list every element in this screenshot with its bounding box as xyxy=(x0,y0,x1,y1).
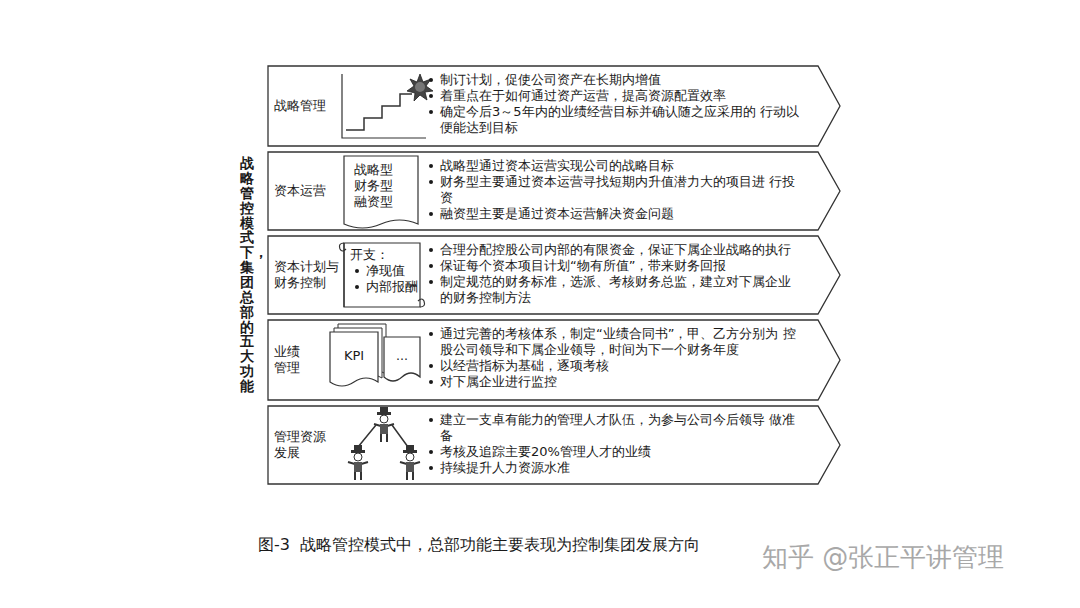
inner-label: 开支： xyxy=(350,247,422,263)
bullet-dot xyxy=(429,280,433,284)
bullet-text: 着重点在于如何通过资产运营，提高资源配置效率 xyxy=(440,88,804,104)
document-box: 战略型财务型融资型 xyxy=(344,156,418,226)
figure-caption: 图-3 战略管控模式中，总部功能主要表现为控制集团发展方向 xyxy=(258,535,700,556)
bullet-dot xyxy=(429,180,433,184)
inner-line: 净现值 xyxy=(350,263,422,279)
bullet-item: 合理分配控股公司内部的有限资金，保证下属企业战略的执行 xyxy=(428,242,804,258)
inner-label: 内部报酬 xyxy=(366,279,422,295)
band-title: 资本运营 xyxy=(274,152,332,230)
bullet-item: 财务型主要通过资本运营寻找短期内升值潜力大的项目进 行投资 xyxy=(428,174,804,206)
bullet-list: 制订计划，促使公司资产在长期内增值着重点在于如何通过资产运营，提高资源配置效率确… xyxy=(428,72,804,136)
bullet-item: 考核及追踪主要20%管理人才的业绩 xyxy=(428,444,804,460)
band-title: 业绩 管理 xyxy=(274,320,304,400)
bullet-dot xyxy=(429,380,433,384)
inner-line: KPI xyxy=(330,348,378,364)
bullet-dot xyxy=(429,248,433,252)
inner-line: 战略型 xyxy=(354,162,418,178)
bullet-text: 以经营指标为基础，逐项考核 xyxy=(440,358,804,374)
bullet-item: 确定今后3～5年内的业绩经营目标并确认随之应采用的 行动以便能达到目标 xyxy=(428,104,804,136)
band-label: 业绩 管理 xyxy=(274,344,304,376)
function-band: 资本计划与 财务控制 合理分配控股公司内部的有限资金，保证下属企业战略的执行保证每… xyxy=(268,236,840,314)
band-label: 管理资源 发展 xyxy=(274,429,330,461)
bullet-item: 保证每个资本项目计划“物有所值”，带来财务回报 xyxy=(428,258,804,274)
bullet-text: 确定今后3～5年内的业绩经营目标并确认随之应采用的 行动以便能达到目标 xyxy=(440,104,804,136)
people-illustration xyxy=(334,405,434,485)
inner-text-block: 开支：净现值内部报酬 xyxy=(340,239,422,295)
kpi-label: KPI xyxy=(330,348,378,364)
paper-box: KPI xyxy=(330,332,378,388)
inner-label: 融资型 xyxy=(354,194,418,210)
bullet-item: 着重点在于如何通过资产运营，提高资源配置效率 xyxy=(428,88,804,104)
bullet-list: 通过完善的考核体系，制定“业绩合同书”，甲、乙方分别为 控股公司领导和下属企业领… xyxy=(428,326,804,390)
bullet-list: 建立一支卓有能力的管理人才队伍，为参与公司今后领导 做准备考核及追踪主要20%管… xyxy=(428,412,804,476)
function-band: 业绩 管理 通过完善的考核体系，制定“业绩合同书”，甲、乙方分别为 控股公司领导和… xyxy=(268,320,840,400)
inner-text-block: 战略型财务型融资型 xyxy=(344,156,418,210)
inner-text-block: KPI xyxy=(330,332,378,364)
bullet-dot xyxy=(429,94,433,98)
band-label: 资本运营 xyxy=(274,183,326,199)
bullet-item: 建立一支卓有能力的管理人才队伍，为参与公司今后领导 做准备 xyxy=(428,412,804,444)
bullet-text: 通过完善的考核体系，制定“业绩合同书”，甲、乙方分别为 控股公司领导和下属企业领… xyxy=(440,326,804,358)
band-label: 资本计划与 财务控制 xyxy=(274,259,342,291)
bullet-list: 战略型通过资本运营实现公司的战略目标财务型主要通过资本运营寻找短期内升值潜力大的… xyxy=(428,158,804,222)
bullet-dot xyxy=(429,450,433,454)
bullet-item: 对下属企业进行监控 xyxy=(428,374,804,390)
paper-box: ... xyxy=(384,337,420,383)
bullet-dot xyxy=(429,466,433,470)
bullet-text: 合理分配控股公司内部的有限资金，保证下属企业战略的执行 xyxy=(440,242,804,258)
bullet-item: 通过完善的考核体系，制定“业绩合同书”，甲、乙方分别为 控股公司领导和下属企业领… xyxy=(428,326,804,358)
bullet-item: 持续提升人力资源水准 xyxy=(428,460,804,476)
function-band: 管理资源 发展 建立一支卓有能力的管理人才队伍，为参与公司今后领导 做准备考核及追… xyxy=(268,406,840,484)
bullet-dot xyxy=(429,78,433,82)
bullet-list: 合理分配控股公司内部的有限资金，保证下属企业战略的执行保证每个资本项目计划“物有… xyxy=(428,242,804,306)
inner-line: 融资型 xyxy=(354,194,418,210)
band-label: 战略管理 xyxy=(274,98,326,114)
bullet-dot xyxy=(429,110,433,114)
scroll-box: 开支：净现值内部报酬 xyxy=(340,239,422,311)
bullet-text: 融资型主要是通过资本运营解决资金问题 xyxy=(440,206,804,222)
inner-label: ... xyxy=(384,348,420,364)
band-title: 管理资源 发展 xyxy=(274,406,330,484)
bullet-dot xyxy=(429,364,433,368)
bullet-dot xyxy=(429,164,433,168)
watermark: 知乎 @张正平讲管理 xyxy=(762,540,1004,575)
function-band: 资本运营 战略型通过资本运营实现公司的战略目标财务型主要通过资本运营寻找短期内升值… xyxy=(268,152,840,230)
bullet-dot xyxy=(429,332,433,336)
inner-label: 财务型 xyxy=(354,178,418,194)
bullet-text: 建立一支卓有能力的管理人才队伍，为参与公司今后领导 做准备 xyxy=(440,412,804,444)
bullet-text: 对下属企业进行监控 xyxy=(440,374,804,390)
bullet-dot xyxy=(429,212,433,216)
bullet-item: 制定规范的财务标准，选派、考核财务总监，建立对下属企业 的财务控制方法 xyxy=(428,274,804,306)
stairs-illustration xyxy=(334,66,434,146)
inner-line: ... xyxy=(384,348,420,364)
bullet-dot xyxy=(355,285,359,289)
band-title: 战略管理 xyxy=(274,66,332,146)
inner-line: 财务型 xyxy=(354,178,418,194)
bullet-text: 制定规范的财务标准，选派、考核财务总监，建立对下属企业 的财务控制方法 xyxy=(440,274,804,306)
band-title: 资本计划与 财务控制 xyxy=(274,236,342,314)
bullet-dot xyxy=(355,269,359,273)
bullet-text: 保证每个资本项目计划“物有所值”，带来财务回报 xyxy=(440,258,804,274)
inner-line: 内部报酬 xyxy=(350,279,422,295)
function-band: 战略管理 制订计划，促使公司资产在长期内增值着重点在于如何通过资产运营，提高资源配… xyxy=(268,66,840,146)
bullet-text: 制订计划，促使公司资产在长期内增值 xyxy=(440,72,804,88)
bullet-item: 融资型主要是通过资本运营解决资金问题 xyxy=(428,206,804,222)
inner-line: 开支： xyxy=(350,247,422,263)
inner-label: 净现值 xyxy=(366,263,422,279)
inner-label: 战略型 xyxy=(354,162,418,178)
bullet-text: 考核及追踪主要20%管理人才的业绩 xyxy=(440,444,804,460)
vertical-title: 战略管控模式下，集团总部的五大功能 xyxy=(240,156,254,394)
bullet-text: 财务型主要通过资本运营寻找短期内升值潜力大的项目进 行投资 xyxy=(440,174,804,206)
inner-text-block: ... xyxy=(384,337,420,364)
bullet-item: 制订计划，促使公司资产在长期内增值 xyxy=(428,72,804,88)
bullet-item: 战略型通过资本运营实现公司的战略目标 xyxy=(428,158,804,174)
bullet-dot xyxy=(429,264,433,268)
bullet-text: 持续提升人力资源水准 xyxy=(440,460,804,476)
bullet-dot xyxy=(429,418,433,422)
bullet-item: 以经营指标为基础，逐项考核 xyxy=(428,358,804,374)
bullet-text: 战略型通过资本运营实现公司的战略目标 xyxy=(440,158,804,174)
